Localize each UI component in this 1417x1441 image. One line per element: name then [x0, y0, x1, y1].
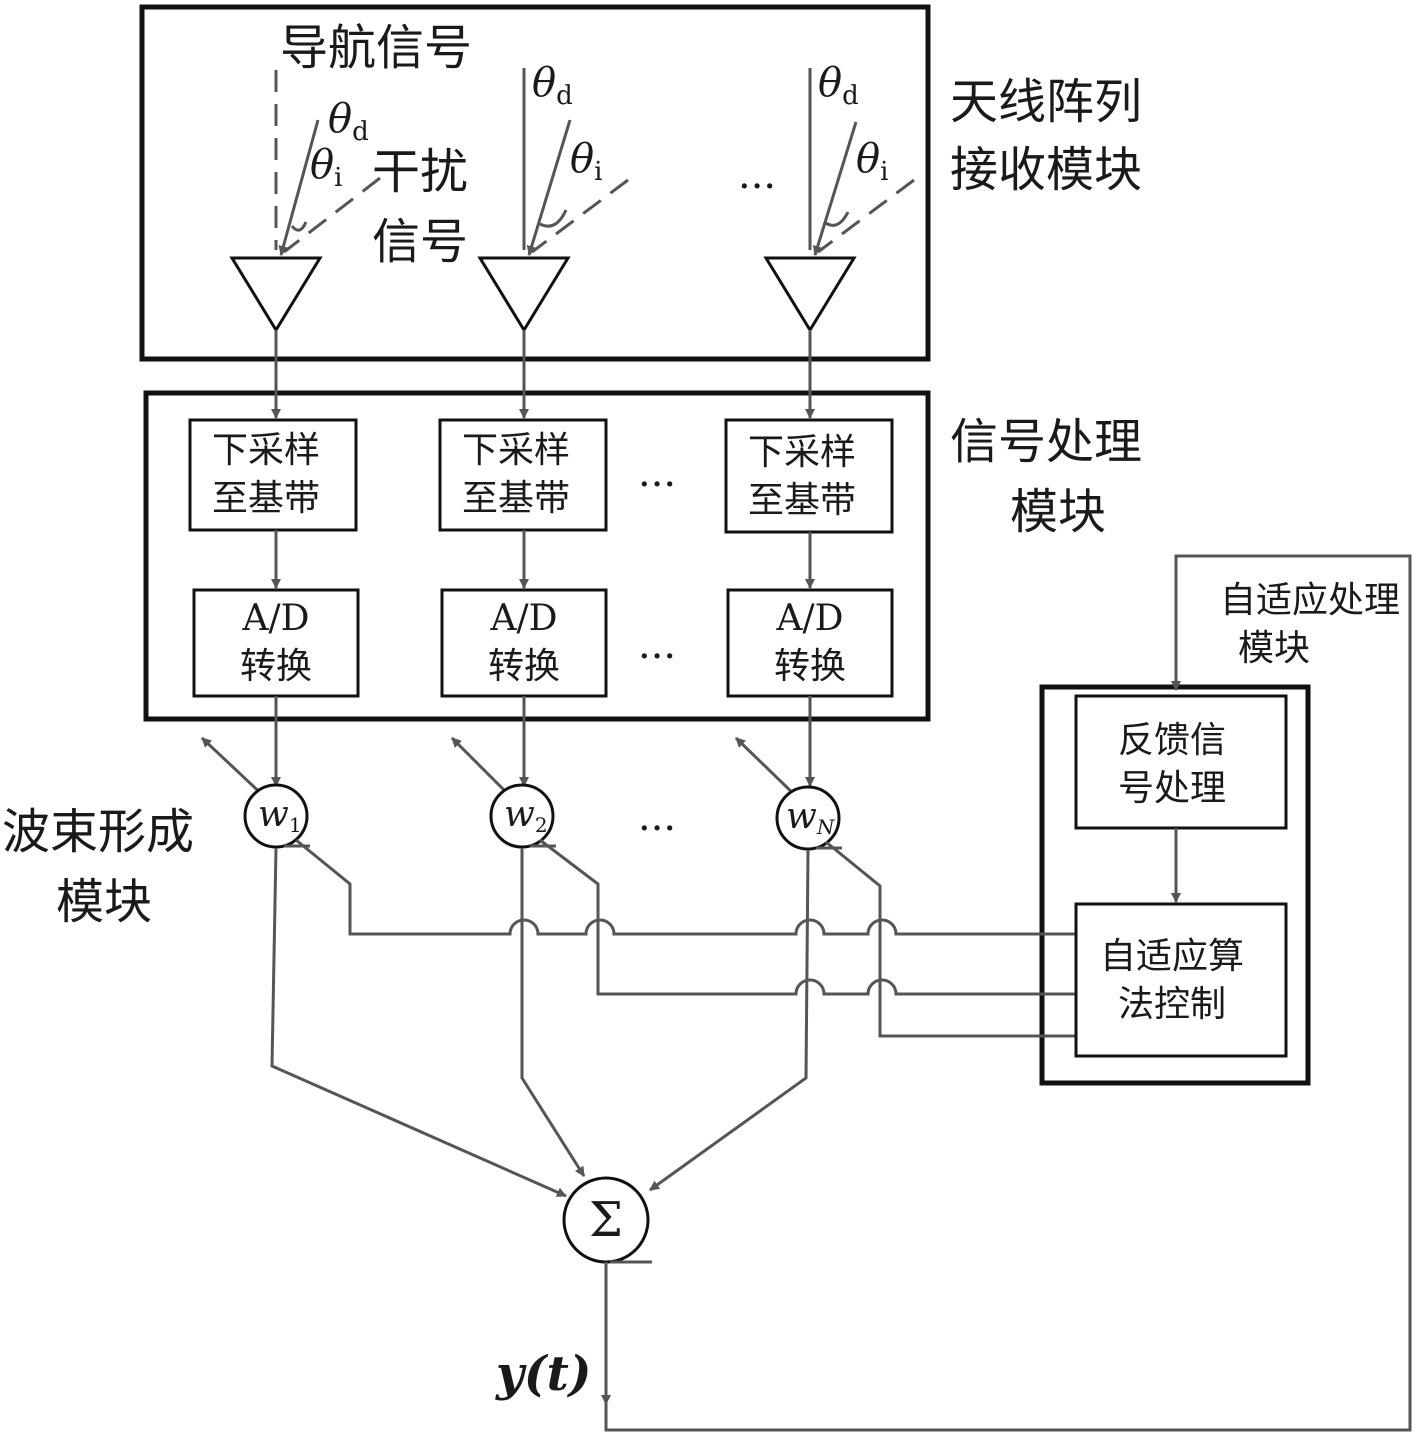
antenna-triangle-n — [763, 256, 857, 333]
feedback-line2: 号处理 — [1118, 768, 1226, 809]
processing-module-label-2: 模块 — [1010, 484, 1106, 540]
downsample-n-line2: 至基带 — [748, 480, 856, 521]
adaptive-algorithm-block: 自适应算 法控制 — [1074, 902, 1288, 1058]
antenna-module-text-1: 天线阵列 — [950, 74, 1142, 130]
weighted-output-1 — [270, 847, 567, 1198]
beamforming-module-text-2: 模块 — [56, 874, 152, 930]
beamforming-module-label-2: 模块 — [56, 874, 152, 930]
downsample-n-line1: 下采样 — [748, 432, 856, 473]
theta-i-label-n: θi — [856, 136, 888, 187]
adc-2-line2: 转换 — [488, 646, 560, 687]
adc-block-1: A/D 转换 — [192, 588, 360, 698]
adc-ellipsis: ··· — [638, 634, 676, 680]
interference-text-2: 信号 — [372, 214, 468, 270]
downsample-block-1: 下采样 至基带 — [188, 418, 358, 532]
antenna-ellipsis: ··· — [738, 164, 776, 210]
antenna-module-label-2: 接收模块 — [950, 142, 1142, 198]
interference-text-1: 干扰 — [372, 144, 468, 200]
control-line-n — [825, 840, 1076, 1038]
theta-i-label-1: θi — [310, 142, 342, 193]
weight-node-2: w2 — [450, 736, 556, 849]
antenna-module-label-1: 天线阵列 — [950, 74, 1142, 130]
antenna-element-2: θd θi — [477, 60, 629, 333]
adc-1-line2: 转换 — [240, 646, 312, 687]
feedback-line1: 反馈信 — [1118, 720, 1226, 761]
navigation-signal-label: 导航信号 — [280, 20, 472, 76]
weighted-output-n — [649, 849, 810, 1192]
adc-1-line1: A/D — [242, 598, 310, 639]
weight-n-label: wN — [786, 796, 836, 839]
beamforming-module-text-1: 波束形成 — [2, 804, 194, 860]
theta-d-label-2: θd — [532, 60, 573, 111]
signal-processing-frame — [143, 390, 931, 722]
downsample-ellipsis: ··· — [638, 462, 676, 508]
beamforming-module-label-1: 波束形成 — [2, 804, 194, 860]
adaptive-module-label-1: 自适应处理 — [1220, 580, 1400, 621]
theta-d-label-1: θd — [328, 96, 369, 147]
interference-signal-label-2: 信号 — [372, 214, 468, 270]
interference-signal-label-1: 干扰 — [372, 144, 468, 200]
adaptive-module-label-2: 模块 — [1238, 628, 1310, 669]
antenna-triangle-1 — [229, 256, 323, 333]
antenna-array-frame — [139, 4, 931, 362]
summation-symbol: Σ — [589, 1192, 623, 1248]
adc-n-line1: A/D — [776, 598, 844, 639]
processing-module-label-1: 信号处理 — [950, 414, 1142, 470]
theta-d-label-n: θd — [818, 60, 859, 111]
control-line-2 — [539, 838, 1080, 996]
antenna-element-1: θd θi — [229, 70, 381, 333]
adaptive-module-text-1: 自适应处理 — [1220, 580, 1400, 621]
downsample-2-line1: 下采样 — [462, 430, 570, 471]
downsample-1-line1: 下采样 — [212, 430, 320, 471]
adc-n-line2: 转换 — [774, 646, 846, 687]
processing-module-text-2: 模块 — [1010, 484, 1106, 540]
antenna-triangle-2 — [477, 256, 571, 333]
weight-1-label: w1 — [258, 794, 302, 837]
downsample-block-n: 下采样 至基带 — [724, 418, 894, 534]
theta-i-label-2: θi — [570, 136, 602, 187]
algorithm-line2: 法控制 — [1118, 984, 1226, 1025]
downsample-1-line2: 至基带 — [212, 478, 320, 519]
weighted-output-2 — [520, 848, 586, 1177]
control-line-1 — [295, 838, 1076, 936]
weight-node-1: w1 — [200, 736, 310, 849]
weight-ellipsis: ··· — [638, 806, 676, 852]
processing-module-text-1: 信号处理 — [950, 414, 1142, 470]
feedback-loop-line — [604, 554, 1412, 1432]
weight-node-n: wN — [734, 736, 842, 851]
downsample-block-2: 下采样 至基带 — [438, 418, 608, 532]
summation-node: Σ — [562, 1176, 652, 1264]
adc-block-n: A/D 转换 — [726, 588, 894, 698]
adaptive-module-text-2: 模块 — [1238, 628, 1310, 669]
adc-block-2: A/D 转换 — [440, 588, 608, 698]
algorithm-line1: 自适应算 — [1100, 936, 1244, 977]
feedback-processing-block: 反馈信 号处理 — [1074, 694, 1288, 830]
weight-2-label: w2 — [504, 794, 548, 837]
downsample-2-line2: 至基带 — [462, 478, 570, 519]
adc-2-line1: A/D — [490, 598, 558, 639]
antenna-module-text-2: 接收模块 — [950, 142, 1142, 198]
output-label: y(t) — [495, 1346, 591, 1402]
antenna-element-n: θd θi — [763, 60, 915, 333]
